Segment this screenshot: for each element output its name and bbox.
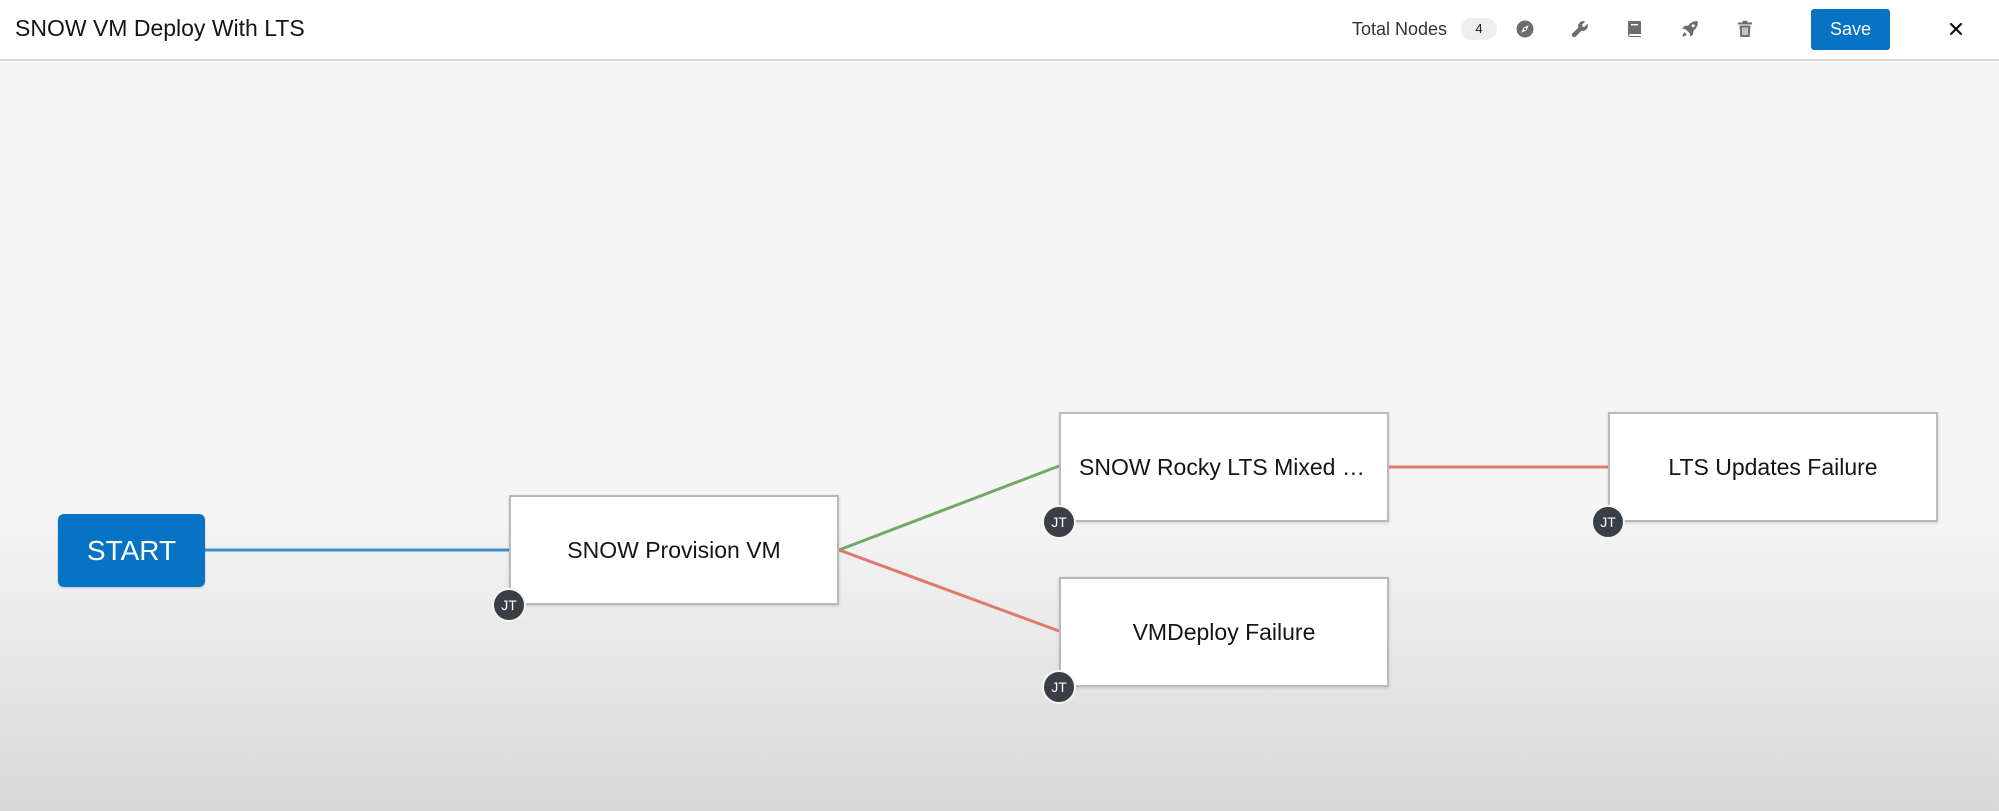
job-template-badge: JT	[1591, 505, 1625, 539]
trash-icon[interactable]	[1731, 15, 1759, 43]
workflow-node-lts-failure[interactable]: LTS Updates Failure	[1608, 412, 1938, 522]
start-node[interactable]: START	[58, 514, 205, 587]
visualizer-header: SNOW VM Deploy With LTS Total Nodes 4 Sa…	[0, 0, 1999, 61]
close-icon[interactable]	[1941, 14, 1971, 44]
job-template-badge: JT	[1042, 505, 1076, 539]
node-label: SNOW Provision VM	[567, 536, 781, 563]
workflow-title: SNOW VM Deploy With LTS	[15, 15, 305, 41]
job-template-badge: JT	[1042, 670, 1076, 704]
wrench-icon[interactable]	[1566, 15, 1594, 43]
compass-icon[interactable]	[1511, 15, 1539, 43]
link-provision-to-rocky	[838, 464, 1060, 552]
link-provision-to-vmdeploy-failure	[838, 548, 1060, 633]
node-label: VMDeploy Failure	[1132, 618, 1316, 645]
rocket-icon[interactable]	[1676, 15, 1704, 43]
workflow-links	[205, 464, 1608, 633]
book-icon[interactable]	[1621, 15, 1649, 43]
node-label: LTS Updates Failure	[1668, 453, 1878, 480]
total-nodes-label: Total Nodes	[1352, 19, 1448, 39]
total-nodes-count-badge: 4	[1461, 18, 1497, 40]
save-button[interactable]: Save	[1811, 9, 1890, 50]
workflow-node-vmdeploy-failure[interactable]: VMDeploy Failure	[1059, 577, 1389, 687]
workflow-canvas[interactable]: START SNOW Provision VM JT SNOW Rocky LT…	[0, 61, 1999, 811]
job-template-badge: JT	[492, 588, 526, 622]
node-label: SNOW Rocky LTS Mixed Workload	[1079, 453, 1369, 480]
workflow-node-provision[interactable]: SNOW Provision VM	[509, 495, 839, 605]
workflow-node-rocky[interactable]: SNOW Rocky LTS Mixed Workload	[1059, 412, 1389, 522]
